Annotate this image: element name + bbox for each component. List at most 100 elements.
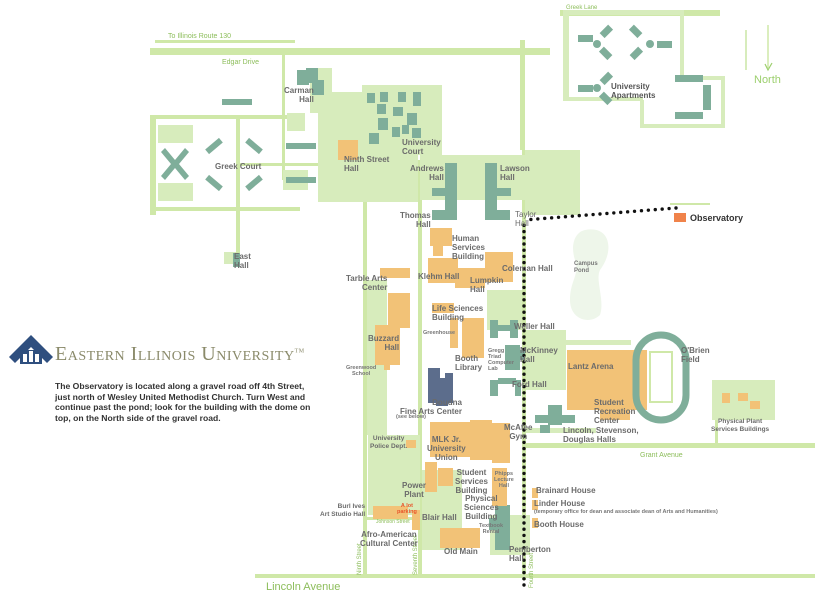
label-human-services[interactable]: Human Services Building — [452, 234, 485, 261]
route-dot — [522, 570, 526, 575]
route-dot — [667, 206, 671, 211]
route-dot — [522, 496, 526, 500]
label-buzzard-hall[interactable]: Buzzard Hall — [368, 334, 400, 352]
label-pemberton-hall[interactable]: Pemberton Hall — [509, 545, 551, 563]
label-doudna-note: (see below) — [396, 414, 426, 420]
label-lantz-arena[interactable]: Lantz Arena — [568, 362, 614, 371]
label-textbook-rental[interactable]: Textbook Rental — [479, 523, 504, 535]
route-dot — [522, 484, 526, 488]
label-east-hall[interactable]: East Hall — [234, 252, 251, 270]
label-university-police[interactable]: University Police Dept. — [370, 435, 408, 450]
label-coleman-hall[interactable]: Coleman Hall — [502, 264, 553, 273]
label-klehm-hall[interactable]: Klehm Hall — [418, 272, 460, 281]
residence-halls — [161, 24, 711, 550]
route-dot — [522, 316, 526, 321]
route-dot — [522, 552, 526, 556]
university-name-text: Eastern Illinois University — [55, 343, 295, 365]
label-observatory[interactable]: Observatory — [690, 213, 744, 223]
route-dot — [522, 409, 526, 414]
label-student-recreation[interactable]: Student Recreation Center — [594, 398, 636, 425]
label-physical-sciences[interactable]: Physical Sciences Building — [464, 494, 499, 521]
label-campus-pond: Campus Pond — [574, 261, 598, 274]
label-taylor-hall[interactable]: Taylor Hall — [515, 210, 537, 228]
lincoln-avenue — [255, 574, 815, 578]
label-old-main[interactable]: Old Main — [444, 547, 478, 556]
label-phipps-lecture[interactable]: Phipps Lecture Hall — [494, 471, 514, 489]
route-dot — [522, 558, 526, 562]
johnson-street-label: Johnson Street — [376, 519, 410, 525]
label-life-sciences[interactable]: Life Sciences Building — [432, 304, 484, 322]
route-dot — [522, 298, 526, 302]
label-blair-hall[interactable]: Blair Hall — [422, 513, 457, 522]
route-dot — [522, 279, 526, 283]
pp-road — [715, 420, 718, 445]
route-dot — [522, 527, 526, 531]
label-greenwood-school[interactable]: Greenwood School — [346, 365, 377, 377]
greek-loop-bot — [150, 207, 300, 211]
route-dot — [522, 260, 526, 265]
label-carman-hall[interactable]: Carman Hall — [284, 86, 314, 104]
label-booth-library[interactable]: Booth Library — [455, 354, 483, 372]
route-dot — [522, 236, 526, 240]
label-linder-note: (temporary office for dean and associate… — [534, 509, 718, 515]
route-dot — [605, 211, 609, 216]
label-doudna[interactable]: Doudna Fine Arts Center — [400, 398, 462, 416]
route-dot — [522, 502, 526, 507]
label-mcafee-gym[interactable]: McAfee Gym — [504, 423, 533, 441]
edgar-drive-label: Edgar Drive — [222, 59, 259, 66]
label-lawson-hall[interactable]: Lawson Hall — [500, 164, 530, 182]
label-lsd-halls[interactable]: Lincoln, Stevenson, Douglas Halls — [563, 426, 639, 444]
label-mckinney-hall[interactable]: McKinney Hall — [520, 346, 558, 364]
route-dot — [522, 229, 526, 234]
label-mlk-union[interactable]: MLK Jr. University Union — [427, 435, 466, 462]
route-dot — [522, 248, 526, 252]
route-dot — [522, 397, 526, 401]
campus-pond — [570, 229, 609, 320]
label-brainard-house[interactable]: Brainard House — [536, 486, 596, 495]
directions-text: The Observatory is located along a grave… — [55, 381, 311, 423]
label-afro-american-center[interactable]: Afro-American Cultural Center — [360, 530, 418, 548]
carman-road — [282, 55, 285, 180]
greek-lane-label: Greek Lane — [566, 5, 598, 11]
label-student-services[interactable]: Student Services Building — [455, 468, 488, 495]
route-dot — [584, 213, 588, 217]
label-greek-court[interactable]: Greek Court — [215, 162, 262, 171]
label-ford-hall[interactable]: Ford Hall — [512, 380, 547, 389]
edgar-drive — [150, 48, 550, 55]
grant-avenue — [525, 443, 815, 448]
label-burl-ives[interactable]: Burl Ives Art Studio Hall — [320, 503, 366, 518]
label-linder-house[interactable]: Linder House — [534, 499, 586, 508]
label-gregg-lab[interactable]: Gregg Triad Computer Lab — [488, 348, 514, 372]
label-lumpkin-hall[interactable]: Lumpkin Hall — [470, 276, 504, 294]
label-booth-house[interactable]: Booth House — [534, 520, 584, 529]
route-dot — [522, 341, 526, 345]
label-andrews-hall[interactable]: Andrews Hall — [410, 164, 444, 182]
route-dot — [522, 360, 526, 364]
label-physical-plant[interactable]: Physical Plant Services Buildings — [711, 418, 770, 433]
label-tarble-arts[interactable]: Tarble Arts Center — [346, 274, 388, 292]
grant-avenue-label: Grant Avenue — [640, 452, 683, 459]
label-weller-hall[interactable]: Weller Hall — [514, 322, 555, 331]
route-dot — [522, 415, 526, 420]
label-thomas-hall[interactable]: Thomas Hall — [400, 211, 431, 229]
label-obrien-field[interactable]: O'Brien Field — [681, 346, 710, 364]
route-dot — [522, 564, 526, 569]
route-dot — [536, 217, 540, 221]
route-dot — [563, 215, 568, 219]
greek-loop-top — [150, 115, 300, 119]
route-dot — [522, 391, 526, 395]
route-dot — [522, 477, 526, 482]
label-ninth-street-hall[interactable]: Ninth Street Hall — [344, 155, 390, 173]
label-university-apartments[interactable]: University Apartments — [611, 82, 656, 100]
greek-vertical — [236, 115, 240, 265]
route-dot — [522, 372, 526, 376]
route-dot — [612, 211, 616, 215]
label-a-lot-parking[interactable]: A lot parking — [397, 503, 417, 515]
observatory-building[interactable] — [674, 213, 686, 222]
seventh-street — [418, 160, 422, 574]
route-dot — [529, 217, 533, 222]
label-greenhouse[interactable]: Greenhouse — [423, 330, 456, 336]
label-university-court[interactable]: University Court — [402, 138, 441, 156]
route-dot — [522, 267, 526, 271]
label-power-plant[interactable]: Power Plant — [402, 481, 427, 499]
